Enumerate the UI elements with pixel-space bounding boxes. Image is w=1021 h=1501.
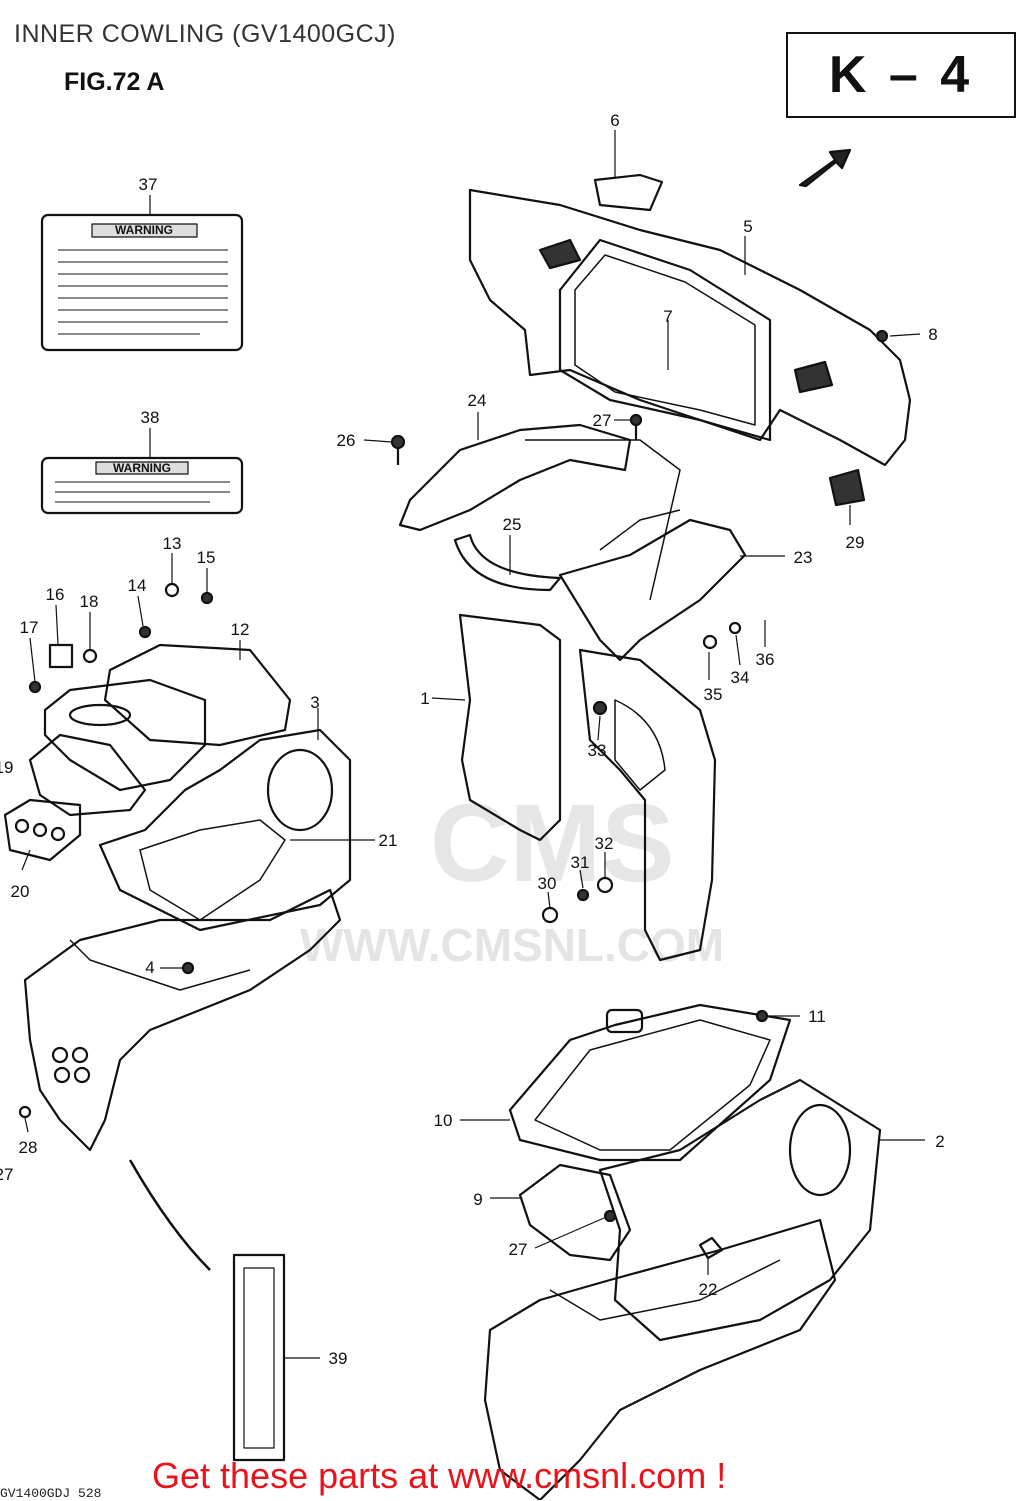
inner-panel-1 <box>458 613 562 842</box>
clip-13 <box>164 582 180 598</box>
bolt-8 <box>875 329 889 343</box>
nut-35 <box>702 634 718 650</box>
glovebox-lid-10 <box>508 1003 792 1162</box>
callout-34: 34 <box>731 668 750 687</box>
callout-15: 15 <box>197 548 216 567</box>
callout-23: 23 <box>794 548 813 567</box>
callout-12: 12 <box>231 620 250 639</box>
glovebox-lid-12 <box>103 643 292 747</box>
section-code-box: K – 4 <box>786 32 1016 118</box>
callout-27b: 27 <box>509 1240 528 1259</box>
callout-6: 6 <box>610 111 619 130</box>
nut-15 <box>200 591 214 605</box>
callout-31: 31 <box>571 853 590 872</box>
figure-label: FIG.72 A <box>64 68 165 96</box>
callout-10: 10 <box>434 1111 453 1130</box>
callout-20: 20 <box>11 882 30 901</box>
callout-4: 4 <box>145 958 154 977</box>
nut-28 <box>18 1105 32 1119</box>
warning-text-small: WARNING <box>113 461 171 475</box>
glovebox-lid-inner <box>43 678 207 792</box>
callout-9: 9 <box>473 1190 482 1209</box>
lower-fairing-right <box>483 1218 837 1500</box>
callout-8: 8 <box>928 325 937 344</box>
lower-box-2 <box>598 1078 882 1342</box>
bolt-27b <box>603 1209 617 1223</box>
hose-25 <box>453 533 562 592</box>
warning-text-large: WARNING <box>115 223 173 237</box>
callout-37: 37 <box>139 175 158 194</box>
callout-27c: 27 <box>0 1165 13 1184</box>
callout-18: 18 <box>80 592 99 611</box>
callout-14: 14 <box>128 576 147 595</box>
cmsnl-parts-link[interactable]: Get these parts at www.cmsnl.com ! <box>152 1455 727 1496</box>
upper-cover-24 <box>398 423 632 532</box>
callout-2: 2 <box>935 1132 944 1151</box>
callout-7: 7 <box>663 307 672 326</box>
nut-32 <box>596 876 614 894</box>
bolt-27a <box>629 413 643 427</box>
callout-5: 5 <box>743 217 752 236</box>
drawing-code: GV1400GDJ 528 <box>0 1486 102 1501</box>
callout-33: 33 <box>588 741 607 760</box>
callout-27a: 27 <box>593 411 612 430</box>
page-title: INNER COWLING (GV1400GCJ) <box>14 20 397 48</box>
lower-box-3 <box>98 728 352 932</box>
callout-29: 29 <box>846 533 865 552</box>
callout-24: 24 <box>468 391 487 410</box>
nut-31 <box>576 888 590 902</box>
strip-label-39 <box>232 1253 286 1462</box>
gauge-window <box>558 238 772 442</box>
bolt-30 <box>541 906 559 924</box>
callout-35: 35 <box>704 685 723 704</box>
callout-13: 13 <box>163 534 182 553</box>
bolt-4 <box>181 961 195 975</box>
callout-16: 16 <box>46 585 65 604</box>
callout-39: 39 <box>329 1349 348 1368</box>
bolt-11 <box>755 1009 769 1023</box>
callout-3: 3 <box>310 693 319 712</box>
clip-22 <box>698 1236 724 1260</box>
inner-cover-23 <box>558 518 747 662</box>
lower-fairing-left <box>23 888 342 1152</box>
nut-34 <box>728 621 742 635</box>
side-panel-right <box>578 648 717 962</box>
warning-label-small <box>40 456 244 515</box>
callout-1: 1 <box>420 689 429 708</box>
callout-19: 19 <box>0 758 13 777</box>
frame-21 <box>139 819 286 921</box>
warning-text-lines-large <box>58 249 228 335</box>
callout-32: 32 <box>595 834 614 853</box>
callout-26: 26 <box>337 431 356 450</box>
bolt-26 <box>390 434 406 450</box>
warning-label-large <box>40 213 244 352</box>
bracket-6 <box>593 173 664 212</box>
callout-22: 22 <box>699 1280 718 1299</box>
callout-30: 30 <box>538 874 557 893</box>
callout-11: 11 <box>808 1007 826 1026</box>
frame-19 <box>28 733 147 817</box>
switch-block-20 <box>3 798 82 862</box>
watermark-brand: CMS <box>430 782 675 905</box>
callout-36: 36 <box>756 650 775 669</box>
bolt-33 <box>592 700 608 716</box>
callout-17: 17 <box>20 618 39 637</box>
bracket-16 <box>48 643 74 669</box>
callout-25: 25 <box>503 515 522 534</box>
front-arrow-icon <box>798 148 852 188</box>
instrument-housing <box>468 188 912 467</box>
screw-17 <box>28 680 42 694</box>
screw-14 <box>138 625 152 639</box>
nut-18 <box>82 648 98 664</box>
callout-28: 28 <box>19 1138 38 1157</box>
callout-38: 38 <box>141 408 160 427</box>
callout-21: 21 <box>379 831 398 850</box>
